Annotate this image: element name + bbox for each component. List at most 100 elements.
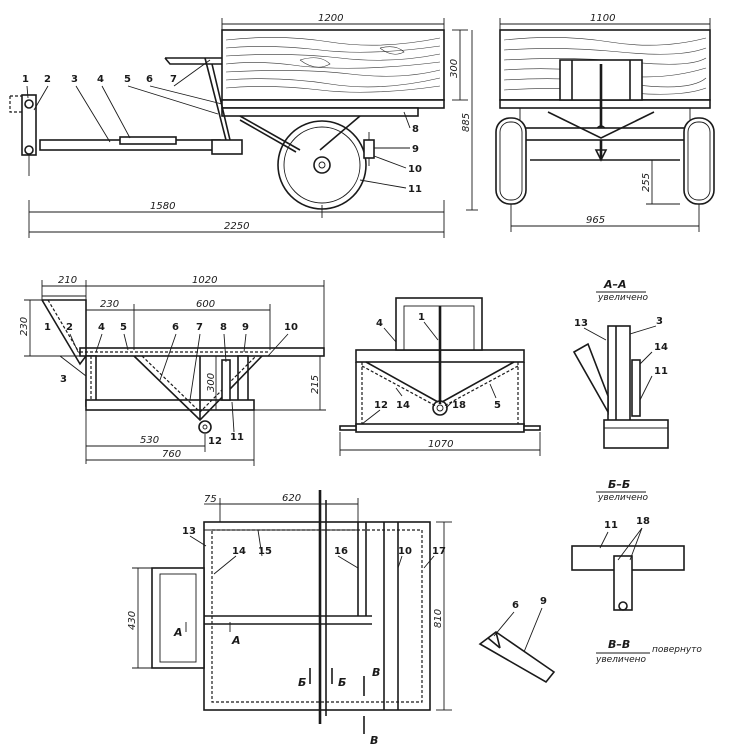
callout: 3	[656, 316, 663, 327]
section-bb-title: Б–Б	[608, 478, 630, 491]
cargo-body-side	[221, 29, 445, 101]
dim-430: 430	[127, 611, 138, 630]
callout: 18	[452, 400, 466, 411]
side-view: 1200 1580 2250 300 885 1 2 3 4 5 6 7 8	[9, 13, 478, 238]
frame-front-callouts: 4 1 12 14 18 5	[361, 312, 501, 425]
side-dims: 1200 1580 2250 300 885	[28, 13, 478, 238]
plan-callouts: 13 14 15 16 10 17	[182, 526, 446, 575]
wheel-side	[277, 120, 367, 210]
dim-rear-width: 1100	[590, 13, 615, 24]
section-vv-subtitle: увеличено	[595, 655, 647, 665]
callout: 6	[512, 600, 519, 611]
frame-side-dims: 210 1020 230 600 230 300 215 530	[19, 275, 326, 466]
section-aa: А–А увеличено 13 3 14 11	[572, 278, 669, 449]
dim-1070: 1070	[428, 439, 453, 450]
dim-600: 600	[196, 299, 215, 310]
callout: 5	[494, 400, 501, 411]
callout: 3	[71, 74, 78, 85]
section-mark-a: А	[231, 634, 241, 647]
dim-300: 300	[206, 373, 217, 392]
dim-track: 965	[586, 215, 605, 226]
frame-side-view: 210 1020 230 600 230 300 215 530	[19, 275, 326, 466]
callout: 15	[258, 546, 272, 557]
plan-view: 75 620 430 810 13 14 15 16 10 17 А А	[127, 490, 452, 747]
dim-height-body: 300	[449, 59, 460, 78]
callout: 2	[44, 74, 51, 85]
callout: 1	[44, 322, 51, 333]
callout: 11	[230, 432, 244, 443]
section-aa-title: А–А	[603, 278, 627, 291]
dim-length-wheel: 1580	[150, 201, 175, 212]
callout: 16	[334, 546, 348, 557]
callout: 1	[418, 312, 425, 323]
frame-front-dims: 1070	[339, 432, 541, 456]
dim-230-top: 230	[100, 299, 119, 310]
dim-620: 620	[282, 493, 301, 504]
drawbar-brace	[119, 136, 177, 145]
callout: 5	[124, 74, 131, 85]
plan-section-marks: А А Б Б В В	[173, 622, 380, 747]
section-mark-v: В	[372, 666, 380, 679]
callout: 14	[232, 546, 246, 557]
section-vv-title: В–В	[608, 638, 630, 651]
callout: 8	[220, 322, 227, 333]
wood-grain-side	[225, 37, 441, 93]
section-bb-subtitle: увеличено	[597, 493, 649, 503]
callout: 3	[60, 374, 67, 385]
section-aa-subtitle: увеличено	[597, 293, 649, 303]
callout: 4	[97, 74, 104, 85]
callout: 4	[376, 318, 383, 329]
callout: 10	[284, 322, 298, 333]
plan-dims: 75 620 430 810	[127, 493, 452, 711]
callout: 4	[98, 322, 105, 333]
dim-210: 210	[58, 275, 77, 286]
callout: 11	[408, 184, 422, 195]
callout: 9	[242, 322, 249, 333]
dim-1020: 1020	[192, 275, 217, 286]
frame-side-callouts: 1 2 3 4 5 6 7 8 9 10 11 12	[44, 322, 298, 447]
dim-length-body: 1200	[318, 13, 343, 24]
callout: 10	[408, 164, 422, 175]
callout: 5	[120, 322, 127, 333]
dim-height-total: 885	[461, 113, 472, 132]
callout: 12	[208, 436, 222, 447]
rear-dims: 1100 965 255	[499, 13, 711, 232]
callout: 8	[412, 124, 419, 135]
section-mark-b: Б	[298, 676, 306, 689]
callout: 14	[396, 400, 410, 411]
callout: 7	[196, 322, 203, 333]
section-mark-v: В	[370, 734, 378, 747]
callout: 11	[604, 520, 618, 531]
section-vv: В–В увеличено повернуто	[595, 638, 702, 665]
plan-drawbar	[151, 567, 205, 669]
callout: 2	[66, 322, 73, 333]
callout: 17	[432, 546, 446, 557]
section-mark-a: А	[173, 626, 183, 639]
callout: 6	[146, 74, 153, 85]
dim-810: 810	[433, 609, 444, 628]
dim-75: 75	[204, 494, 217, 505]
callout: 7	[170, 74, 177, 85]
section-vv-subtitle-rotated: повернуто	[652, 645, 702, 655]
rear-view: 1100 965 255	[495, 13, 715, 232]
side-callouts: 1 2 3 4 5 6 7 8 9 10 11	[22, 59, 422, 195]
callout: 6	[172, 322, 179, 333]
dim-length-total: 2250	[224, 221, 249, 232]
dim-clearance: 255	[641, 173, 652, 192]
dim-215: 215	[310, 375, 321, 394]
callout: 14	[654, 342, 668, 353]
dim-530: 530	[140, 435, 159, 446]
callout: 1	[22, 74, 29, 85]
callout: 9	[540, 596, 547, 607]
callout: 13	[182, 526, 196, 537]
callout: 18	[636, 516, 650, 527]
frame-front-view: 1070 4 1 12 14 18 5	[339, 297, 541, 456]
section-bb: Б–Б увеличено 11 18	[571, 478, 685, 611]
callout: 10	[398, 546, 412, 557]
detail-6-9: 6 9	[478, 596, 556, 684]
callout: 11	[654, 366, 668, 377]
callout: 9	[412, 144, 419, 155]
callout: 13	[574, 318, 588, 329]
